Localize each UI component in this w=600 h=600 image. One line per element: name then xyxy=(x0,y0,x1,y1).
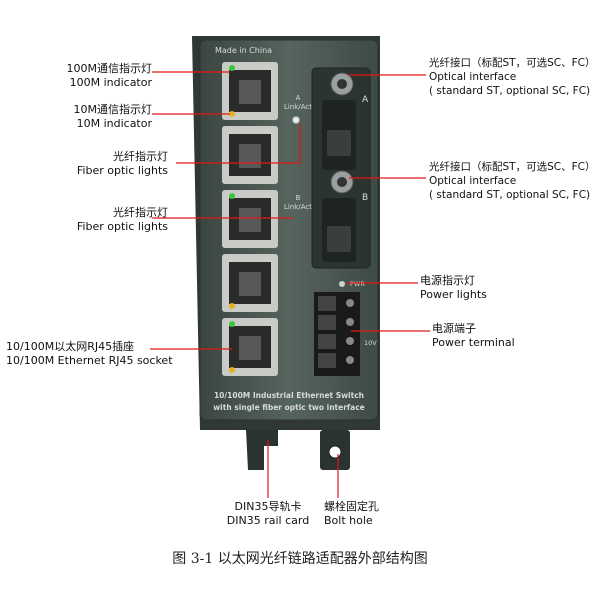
label-optical-interface-b: 光纤接口（标配ST，可选SC、FC） Optical interface ( s… xyxy=(429,161,596,201)
led-100m-icon xyxy=(229,65,235,71)
fiber-port-a[interactable] xyxy=(322,72,356,170)
link-act-b-line1: B xyxy=(296,194,301,202)
port-a-label: A xyxy=(362,95,369,105)
fiber-port-b[interactable] xyxy=(322,170,356,262)
voltage-label: 10V xyxy=(364,339,377,347)
led-amber-icon-2 xyxy=(229,367,235,373)
led-green-icon xyxy=(229,321,235,327)
label-power-lights: 电源指示灯 Power lights xyxy=(420,274,487,301)
label-10m-indicator: 10M通信指示灯 10M indicator xyxy=(73,103,153,130)
led-amber-icon xyxy=(229,303,235,309)
link-act-a-led-icon xyxy=(292,116,300,124)
led-fiber-icon xyxy=(229,193,235,199)
rj45-port-4[interactable] xyxy=(222,254,278,312)
label-fiber-lights-2: 光纤指示灯 Fiber optic lights xyxy=(76,206,168,233)
led-10m-icon xyxy=(229,111,235,117)
port-b-label: B xyxy=(362,193,368,203)
power-terminal-block[interactable] xyxy=(314,292,360,376)
link-act-b-line2: Link/Act xyxy=(284,203,312,211)
rj45-port-3[interactable] xyxy=(222,190,278,248)
leader-fiber-1 xyxy=(176,124,301,164)
rj45-port-2[interactable] xyxy=(222,126,278,184)
model-line2: with single fiber optic two interface xyxy=(213,403,365,412)
link-act-a-line2: Link/Act xyxy=(284,103,312,111)
pwr-label: PWR xyxy=(350,280,365,288)
label-100m-indicator: 100M通信指示灯 100M indicator xyxy=(66,62,153,89)
model-line1: 10/100M Industrial Ethernet Switch xyxy=(214,391,364,400)
label-fiber-lights-1: 光纤指示灯 Fiber optic lights xyxy=(76,150,168,177)
made-in-text: Made in China xyxy=(215,46,272,55)
figure-caption: 图 3-1 以太网光纤链路适配器外部结构图 xyxy=(172,551,428,567)
label-din-rail-card: DIN35导轨卡 DIN35 rail card xyxy=(226,500,310,527)
rj45-port-5[interactable] xyxy=(222,318,278,376)
link-act-a-line1: A xyxy=(296,94,301,102)
label-optical-interface-a: 光纤接口（标配ST，可选SC、FC） Optical interface ( s… xyxy=(429,57,596,97)
label-rj45-socket: 10/100M以太网RJ45插座 10/100M Ethernet RJ45 s… xyxy=(6,340,173,367)
din-rail-clip xyxy=(246,430,278,470)
rj45-port-1[interactable] xyxy=(222,62,278,120)
power-led-icon xyxy=(339,281,345,287)
label-bolt-hole: 螺栓固定孔 Bolt hole xyxy=(324,500,379,527)
label-power-terminal: 电源端子 Power terminal xyxy=(432,322,515,349)
